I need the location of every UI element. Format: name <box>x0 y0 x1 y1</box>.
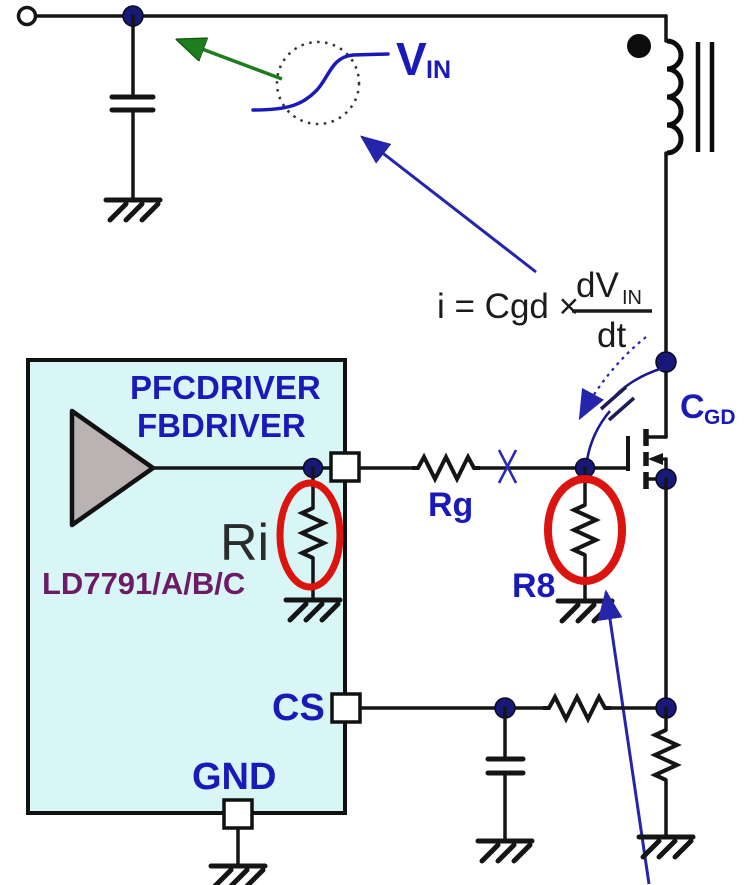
cs-filter-resistor <box>543 692 611 724</box>
cgd-plate <box>607 396 636 422</box>
cut-x-mark <box>497 449 518 484</box>
driver-output-pin <box>329 451 361 483</box>
pin-label-cs: CS <box>272 687 325 729</box>
rg-label: Rg <box>428 486 473 524</box>
ground-symbol <box>211 866 265 885</box>
vin-label-sub: IN <box>426 56 451 84</box>
ground-symbol <box>478 841 532 861</box>
ground-symbol <box>639 837 693 857</box>
pin-label-pfcdriver: PFCDRIVER <box>130 369 321 406</box>
blue-arrow-to-waveform <box>360 135 537 274</box>
driver-buffer-triangle <box>69 408 156 528</box>
polarity-dot <box>627 34 651 58</box>
input-node <box>16 5 668 220</box>
vin-rising-edge-waveform <box>251 52 390 112</box>
r8-branch: R8 <box>512 466 651 885</box>
pin-label-fbdriver: FBDRIVER <box>137 407 306 444</box>
cgd-lead <box>585 410 611 461</box>
red-highlight-ellipse-ri <box>276 479 344 591</box>
r8-label: R8 <box>512 567 555 605</box>
ic-block: PFCDRIVER FBDRIVER Ri LD7791/A/B/C CS GN… <box>26 358 362 885</box>
ri-resistor-branch: Ri <box>220 466 344 620</box>
gnd-pin <box>222 798 254 830</box>
mosfet <box>592 429 677 710</box>
formula-lhs: i = Cgd × <box>437 287 579 326</box>
current-sense-network <box>358 692 693 861</box>
formula-numerator: dV <box>576 266 619 305</box>
r8-resistor <box>569 503 601 557</box>
input-terminal <box>16 5 38 27</box>
ic-part-number: LD7791/A/B/C <box>42 566 245 601</box>
gate-drive-path: Rg <box>357 449 596 524</box>
formula: i = Cgd × dV IN dt <box>437 266 652 421</box>
cs-pin <box>330 692 362 724</box>
red-highlight-ellipse-r8 <box>544 475 626 585</box>
vin-label-main: V <box>396 33 427 85</box>
body-arrow <box>648 453 663 465</box>
cgd-capacitor: C GD <box>585 351 736 461</box>
formula-denominator: dt <box>597 316 626 355</box>
dotted-circle <box>275 40 361 126</box>
formula-numerator-sub: IN <box>622 287 642 309</box>
winding-coil <box>666 38 684 156</box>
ri-label: Ri <box>220 514 269 572</box>
cgd-plate <box>599 385 628 411</box>
transformer <box>627 14 715 439</box>
ri-resistor <box>297 506 329 560</box>
rg-resistor <box>412 452 480 484</box>
pin-label-gnd: GND <box>192 756 276 798</box>
green-arrow-to-input-node <box>178 40 283 81</box>
sense-resistor <box>650 728 682 782</box>
cgd-label-sub: GD <box>704 406 736 429</box>
blue-arrow-to-r8 <box>597 589 651 885</box>
ground-symbol <box>106 200 160 220</box>
ground-symbol <box>558 601 612 621</box>
vin-waveform-inset: V IN <box>178 33 537 274</box>
cgd-label-main: C <box>680 388 705 426</box>
junction-dot <box>655 351 677 373</box>
